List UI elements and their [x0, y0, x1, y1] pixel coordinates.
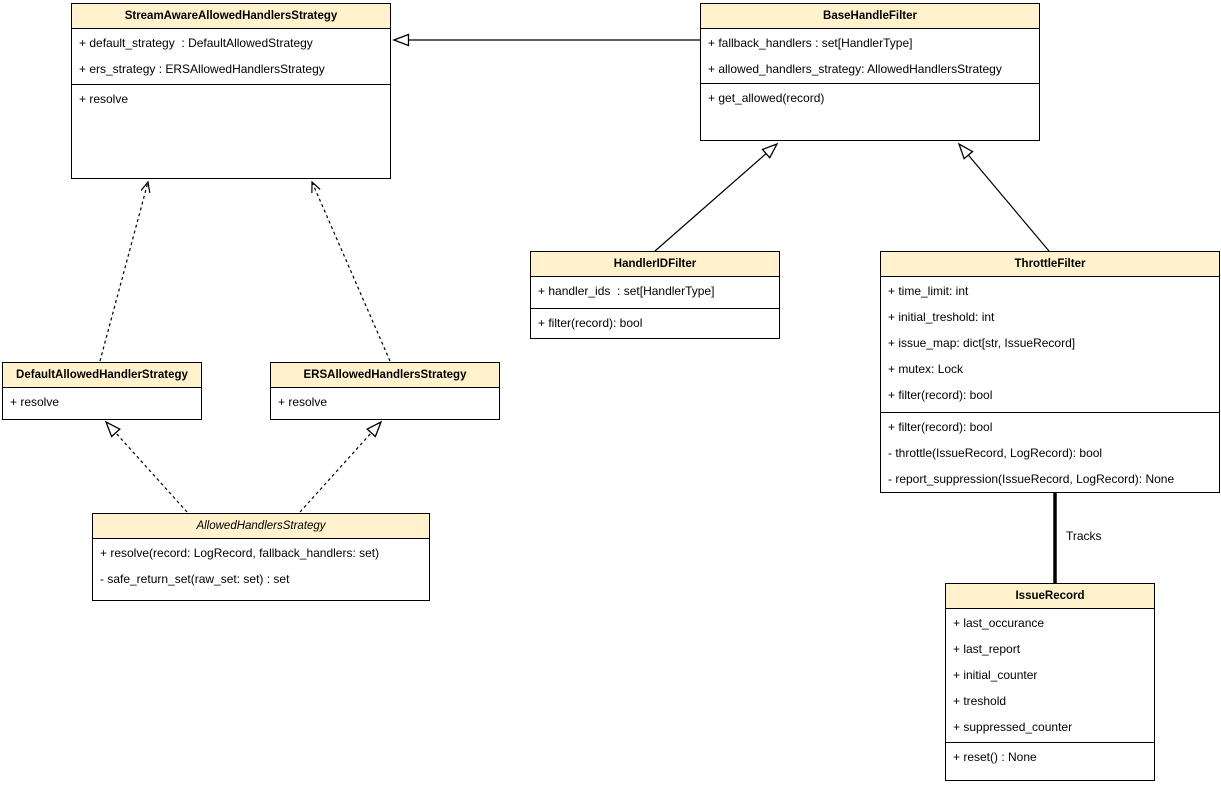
- class-method: + filter(record): bool: [538, 316, 643, 330]
- class-attribute: + fallback_handlers : set[HandlerType]: [708, 36, 913, 50]
- class-method: - report_suppression(IssueRecord, LogRec…: [888, 472, 1175, 486]
- class-attribute: + filter(record): bool: [888, 388, 993, 402]
- class-attribute: + initial_treshold: int: [888, 310, 995, 324]
- class-method: + reset() : None: [953, 750, 1037, 764]
- class-method: + filter(record): bool: [888, 420, 993, 434]
- class-box-stream-aware-allowed-handlers-strategy[interactable]: StreamAwareAllowedHandlersStrategy + def…: [71, 3, 391, 179]
- association-label-tracks: Tracks: [1064, 529, 1104, 543]
- class-box-base-handle-filter[interactable]: BaseHandleFilter + fallback_handlers : s…: [700, 3, 1040, 141]
- class-method: + resolve: [79, 92, 129, 106]
- class-attribute: + mutex: Lock: [888, 362, 964, 376]
- class-attribute: + resolve: [278, 395, 328, 409]
- class-box-issue-record[interactable]: IssueRecord + last_occurance + last_repo…: [945, 583, 1155, 781]
- class-name: AllowedHandlersStrategy: [93, 514, 429, 539]
- class-attribute: + last_occurance: [953, 616, 1045, 630]
- dependency-arrow-defaultstrategy-to-streamaware: [99, 180, 151, 362]
- class-name: ERSAllowedHandlersStrategy: [271, 363, 499, 388]
- class-attribute: + resolve: [10, 395, 60, 409]
- class-attribute: + ers_strategy : ERSAllowedHandlersStrat…: [79, 62, 325, 76]
- class-attribute: + last_report: [953, 642, 1021, 656]
- class-name: ThrottleFilter: [881, 252, 1219, 277]
- class-name: DefaultAllowedHandlerStrategy: [3, 363, 201, 388]
- generalization-arrow-throttlefilter-to-basehandlefilter: [957, 142, 1050, 252]
- class-name: StreamAwareAllowedHandlersStrategy: [72, 4, 390, 29]
- class-attribute: + issue_map: dict[str, IssueRecord]: [888, 336, 1076, 350]
- class-name: IssueRecord: [946, 584, 1154, 609]
- class-attribute: + suppressed_counter: [953, 720, 1073, 734]
- dependency-arrow-ersstrategy-to-streamaware: [311, 180, 391, 362]
- class-attribute: + default_strategy : DefaultAllowedStrat…: [79, 36, 313, 50]
- realization-arrow-allowedstrategy-to-defaultstrategy: [104, 420, 188, 513]
- class-attribute: + allowed_handlers_strategy: AllowedHand…: [708, 62, 1002, 76]
- class-name: HandlerIDFilter: [531, 252, 779, 277]
- class-attribute: + handler_ids : set[HandlerType]: [538, 284, 715, 298]
- class-box-throttle-filter[interactable]: ThrottleFilter + time_limit: int + initi…: [880, 251, 1220, 493]
- class-box-ers-allowed-handlers-strategy[interactable]: ERSAllowedHandlersStrategy + resolve: [270, 362, 500, 420]
- class-attribute: + time_limit: int: [888, 284, 969, 298]
- class-box-handler-id-filter[interactable]: HandlerIDFilter + handler_ids : set[Hand…: [530, 251, 780, 339]
- class-method: + get_allowed(record): [708, 91, 825, 105]
- class-box-allowed-handlers-strategy-abstract[interactable]: AllowedHandlersStrategy + resolve(record…: [92, 513, 430, 601]
- class-method: + resolve(record: LogRecord, fallback_ha…: [100, 546, 380, 560]
- class-method: - throttle(IssueRecord, LogRecord): bool: [888, 446, 1103, 460]
- generalization-arrow-handleridfilter-to-basehandlefilter: [654, 142, 779, 252]
- class-box-default-allowed-handler-strategy[interactable]: DefaultAllowedHandlerStrategy + resolve: [2, 362, 202, 420]
- class-attribute: + initial_counter: [953, 668, 1038, 682]
- class-name: BaseHandleFilter: [701, 4, 1039, 29]
- class-attribute: + treshold: [953, 694, 1007, 708]
- realization-arrow-allowedstrategy-to-ersstrategy: [299, 420, 383, 513]
- class-method: - safe_return_set(raw_set: set) : set: [100, 572, 290, 586]
